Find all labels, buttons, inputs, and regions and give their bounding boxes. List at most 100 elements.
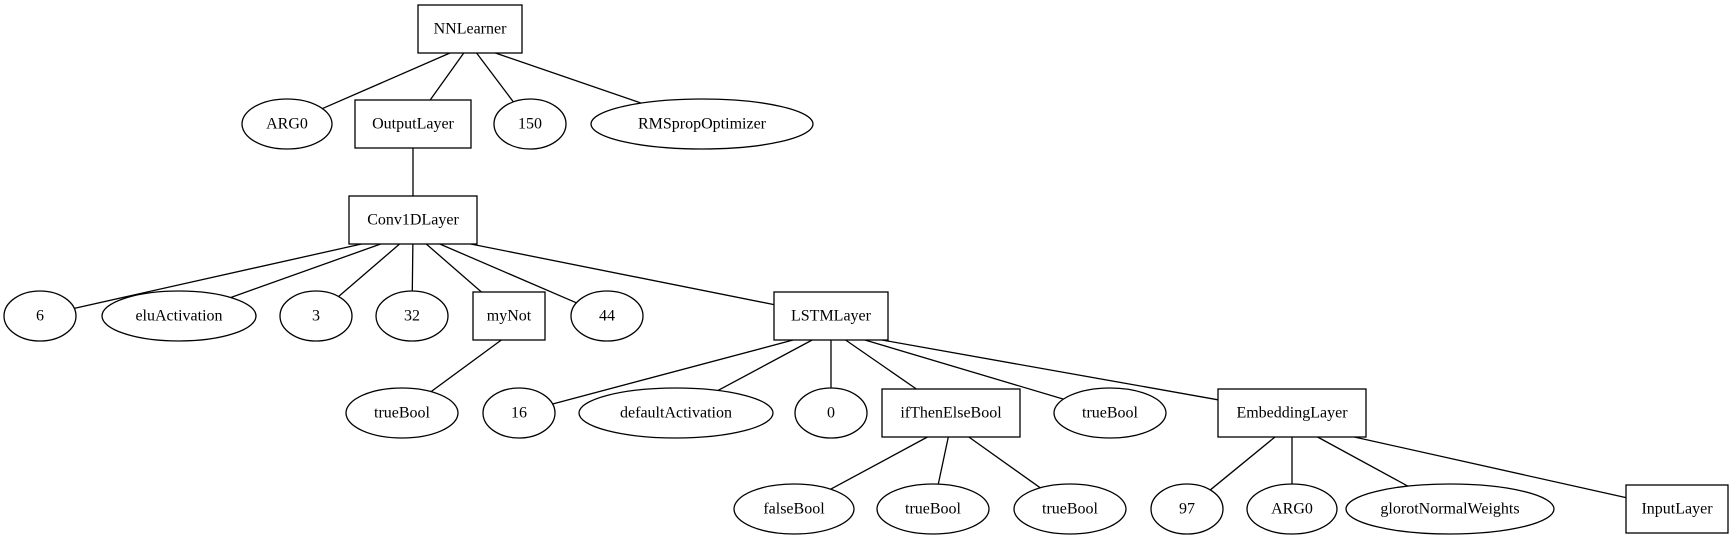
edge-conv1-dlayer-to-6 — [74, 243, 362, 309]
node-ellipse — [1053, 387, 1167, 439]
node-label: trueBool — [905, 501, 962, 518]
node-150: 150 — [493, 98, 567, 150]
node-label: 97 — [1179, 501, 1195, 518]
node-true-bool: trueBool — [1053, 387, 1167, 439]
node-conv1-dlayer: Conv1DLayer — [348, 195, 478, 245]
node-label: 16 — [511, 405, 527, 422]
node-label: NNLearner — [434, 21, 508, 38]
edge-lstmlayer-to-true-bool — [864, 339, 1064, 400]
edge-lstmlayer-to-16 — [552, 339, 794, 405]
node-0: 0 — [794, 387, 868, 439]
edge-nnlearner-to-rmsprop-optimizer — [495, 52, 642, 104]
node-ellipse — [493, 98, 567, 150]
edge-conv1-dlayer-to-44 — [439, 243, 577, 304]
node-box — [1625, 484, 1729, 534]
tree-edges — [74, 52, 1627, 499]
edge-conv1-dlayer-to-3 — [338, 243, 401, 298]
node-rmsprop-optimizer: RMSpropOptimizer — [590, 98, 814, 150]
node-label: 44 — [599, 308, 615, 325]
node-my-not: myNot — [472, 291, 546, 341]
node-ellipse — [1013, 483, 1127, 535]
node-ellipse — [570, 290, 644, 342]
node-label: RMSpropOptimizer — [638, 116, 767, 133]
node-label: ARG0 — [266, 116, 308, 133]
node-arg0: ARG0 — [1246, 483, 1338, 535]
edge-nnlearner-to-output-layer — [429, 52, 465, 101]
node-box — [773, 291, 889, 341]
node-box — [472, 291, 546, 341]
edge-nnlearner-to-arg0 — [322, 52, 451, 110]
node-ellipse — [1150, 483, 1224, 535]
node-32: 32 — [375, 290, 449, 342]
node-label: InputLayer — [1641, 501, 1713, 518]
edge-if-then-else-bool-to-true-bool — [968, 436, 1041, 489]
node-label: 6 — [36, 308, 44, 325]
node-label: 150 — [518, 116, 542, 133]
node-label: falseBool — [763, 501, 825, 518]
edge-nnlearner-to-150 — [476, 52, 514, 103]
node-arg0: ARG0 — [241, 98, 333, 150]
edge-lstmlayer-to-if-then-else-bool — [845, 339, 917, 390]
node-ellipse — [482, 387, 556, 439]
node-ellipse — [578, 387, 774, 439]
node-embedding-layer: EmbeddingLayer — [1217, 388, 1367, 438]
node-ellipse — [1345, 483, 1555, 535]
node-label: ARG0 — [1271, 501, 1313, 518]
node-box — [417, 4, 523, 54]
node-box — [348, 195, 478, 245]
edge-conv1-dlayer-to-32 — [411, 243, 414, 292]
node-ellipse — [733, 483, 855, 535]
node-label: glorotNormalWeights — [1380, 501, 1519, 518]
edge-if-then-else-bool-to-true-bool — [937, 436, 949, 485]
node-ellipse — [876, 483, 990, 535]
node-ellipse — [3, 290, 77, 342]
node-label: Conv1DLayer — [367, 212, 459, 229]
node-ellipse — [590, 98, 814, 150]
edge-conv1-dlayer-to-elu-activation — [230, 243, 381, 299]
node-label: 0 — [827, 405, 835, 422]
node-16: 16 — [482, 387, 556, 439]
node-ellipse — [241, 98, 333, 150]
node-ellipse — [345, 387, 459, 439]
node-true-bool: trueBool — [345, 387, 459, 439]
node-label: eluActivation — [135, 308, 222, 325]
node-label: defaultActivation — [620, 405, 732, 422]
node-glorot-normal-weights: glorotNormalWeights — [1345, 483, 1555, 535]
node-default-activation: defaultActivation — [578, 387, 774, 439]
node-label: OutputLayer — [372, 116, 454, 133]
node-if-then-else-bool: ifThenElseBool — [881, 388, 1021, 438]
edge-embedding-layer-to-glorot-normal-weights — [1317, 436, 1409, 487]
node-label: EmbeddingLayer — [1236, 405, 1348, 422]
edge-lstmlayer-to-embedding-layer — [881, 339, 1219, 401]
node-44: 44 — [570, 290, 644, 342]
node-box — [881, 388, 1021, 438]
node-ellipse — [279, 290, 353, 342]
edge-if-then-else-bool-to-false-bool — [830, 436, 928, 490]
edge-conv1-dlayer-to-lstmlayer — [470, 243, 775, 306]
edge-conv1-dlayer-to-my-not — [425, 243, 482, 293]
node-97: 97 — [1150, 483, 1224, 535]
node-true-bool: trueBool — [876, 483, 990, 535]
node-false-bool: falseBool — [733, 483, 855, 535]
node-lstmlayer: LSTMLayer — [773, 291, 889, 341]
node-ellipse — [1246, 483, 1338, 535]
node-label: trueBool — [1082, 405, 1139, 422]
node-label: myNot — [487, 308, 532, 325]
edge-lstmlayer-to-default-activation — [717, 339, 813, 392]
edge-embedding-layer-to-input-layer — [1354, 436, 1627, 499]
node-6: 6 — [3, 290, 77, 342]
node-3: 3 — [279, 290, 353, 342]
node-ellipse — [101, 290, 257, 342]
node-box — [354, 99, 472, 149]
node-elu-activation: eluActivation — [101, 290, 257, 342]
node-label: 32 — [404, 308, 420, 325]
node-ellipse — [794, 387, 868, 439]
edge-embedding-layer-to-97 — [1209, 436, 1276, 491]
edge-my-not-to-true-bool — [430, 339, 502, 393]
node-true-bool: trueBool — [1013, 483, 1127, 535]
node-nnlearner: NNLearner — [417, 4, 523, 54]
node-label: 3 — [312, 308, 320, 325]
node-label: trueBool — [1042, 501, 1099, 518]
